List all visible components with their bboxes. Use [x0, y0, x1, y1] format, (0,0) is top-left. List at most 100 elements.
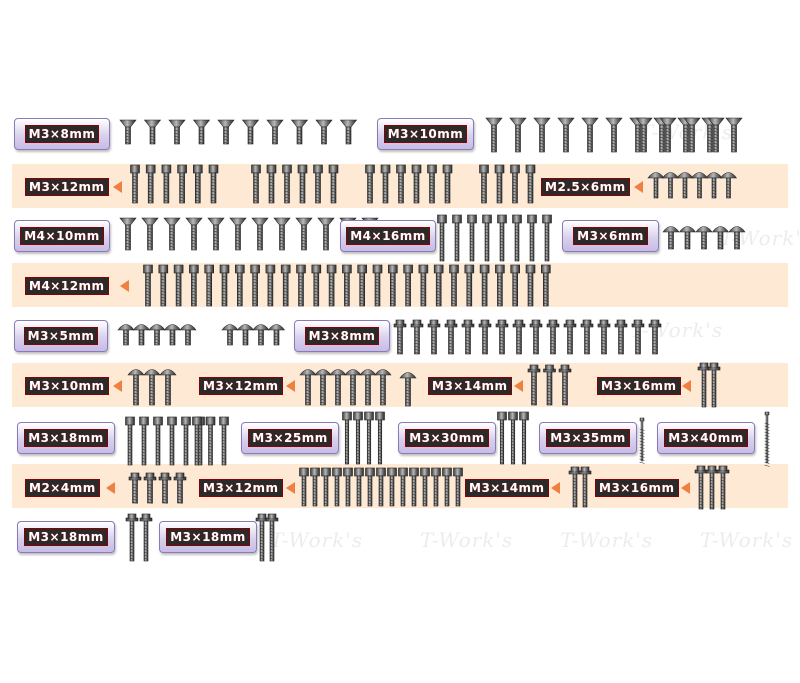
screw-icon	[427, 164, 437, 204]
screw-icon	[217, 119, 235, 145]
screw-icon	[705, 465, 719, 510]
size-label: M3×8mm	[304, 327, 380, 345]
screw-icon	[329, 369, 347, 406]
row-band-2	[12, 263, 788, 307]
screw-icon	[290, 119, 309, 145]
screw-icon	[173, 264, 184, 307]
size-label-row: M3×14mm	[428, 377, 512, 395]
screw-icon	[527, 214, 537, 262]
screw-icon	[494, 164, 505, 204]
screw-icon	[343, 467, 353, 507]
screw-icon	[205, 416, 216, 466]
size-label-row: M3×12mm	[25, 178, 109, 196]
screw-icon	[529, 319, 543, 355]
screw-icon	[519, 411, 529, 465]
screw-icon	[452, 214, 462, 262]
screw-icon	[398, 467, 408, 507]
size-label: M3×25mm	[248, 429, 332, 447]
screw-icon	[387, 467, 397, 507]
screw-icon	[387, 264, 398, 307]
screw-icon	[125, 513, 139, 562]
screw-icon	[282, 164, 292, 204]
screw-icon	[399, 372, 417, 407]
screw-icon	[375, 411, 385, 465]
screw-icon	[683, 117, 701, 153]
screw-icon	[265, 264, 276, 307]
screw-icon	[648, 319, 662, 355]
screw-icon	[411, 164, 422, 204]
screw-icon	[497, 214, 507, 262]
screw-icon	[410, 319, 424, 355]
screw-icon	[229, 217, 247, 251]
screw-icon	[143, 472, 157, 504]
screw-icon	[251, 217, 269, 251]
size-badge: M3×10mm	[377, 118, 474, 150]
screw-icon	[266, 164, 277, 204]
screw-icon	[510, 264, 521, 307]
screw-icon	[143, 264, 153, 307]
screw-icon	[485, 117, 503, 153]
screw-icon	[321, 467, 331, 507]
size-badge: M3×5mm	[14, 320, 108, 352]
screw-icon	[697, 362, 711, 408]
screw-icon	[543, 364, 556, 406]
screw-icon	[296, 264, 306, 307]
screw-icon	[158, 472, 172, 504]
screw-icon	[117, 324, 135, 346]
watermark: T-Work's	[630, 318, 724, 342]
screw-icon	[695, 226, 713, 250]
screw-icon	[266, 119, 284, 145]
arrow-left-icon	[551, 482, 560, 494]
screw-icon	[728, 226, 746, 250]
size-badge: M4×16mm	[340, 220, 436, 252]
size-label: M4×10mm	[20, 227, 104, 245]
screw-icon	[153, 416, 163, 466]
screw-icon	[353, 411, 363, 465]
screw-icon	[208, 164, 219, 204]
screw-icon	[265, 513, 279, 562]
screw-icon	[161, 164, 172, 204]
screw-icon	[328, 164, 339, 204]
screw-icon	[127, 369, 145, 406]
screw-icon	[597, 319, 611, 355]
screw-icon	[204, 264, 214, 307]
screw-icon	[236, 324, 255, 346]
screw-icon	[339, 119, 358, 145]
screw-icon	[241, 119, 260, 145]
screw-icon	[189, 264, 199, 307]
screw-icon	[409, 467, 419, 507]
size-label: M3×8mm	[24, 125, 100, 143]
screw-icon	[533, 117, 551, 153]
size-label-row: M3×16mm	[595, 479, 679, 497]
screw-icon	[676, 172, 694, 199]
size-badge: M3×25mm	[241, 422, 339, 454]
size-label: M3×30mm	[405, 429, 489, 447]
size-label-row: M3×12mm	[199, 377, 283, 395]
size-label: M3×16mm	[595, 479, 679, 497]
watermark: T-Work's	[420, 528, 514, 552]
screw-icon	[219, 416, 229, 466]
screw-icon	[558, 364, 572, 406]
screw-icon	[701, 117, 719, 153]
screw-icon	[581, 117, 599, 153]
screw-icon	[255, 513, 269, 562]
size-label-row: M4×12mm	[25, 277, 109, 295]
screw-icon	[495, 264, 505, 307]
screw-icon	[431, 467, 441, 507]
screw-icon	[705, 172, 723, 199]
size-label: M3×40mm	[664, 429, 748, 447]
screw-icon	[207, 217, 225, 251]
size-label-row: M3×14mm	[465, 479, 549, 497]
size-badge: M3×8mm	[14, 118, 110, 150]
screw-icon	[179, 324, 197, 346]
screw-icon	[342, 411, 352, 465]
screw-icon	[578, 466, 592, 508]
screw-icon	[357, 264, 368, 307]
screw-icon	[393, 319, 407, 355]
screw-icon	[563, 319, 577, 355]
screw-icon	[396, 164, 406, 204]
screw-icon	[128, 472, 142, 504]
size-label: M2.5×6mm	[541, 178, 630, 196]
